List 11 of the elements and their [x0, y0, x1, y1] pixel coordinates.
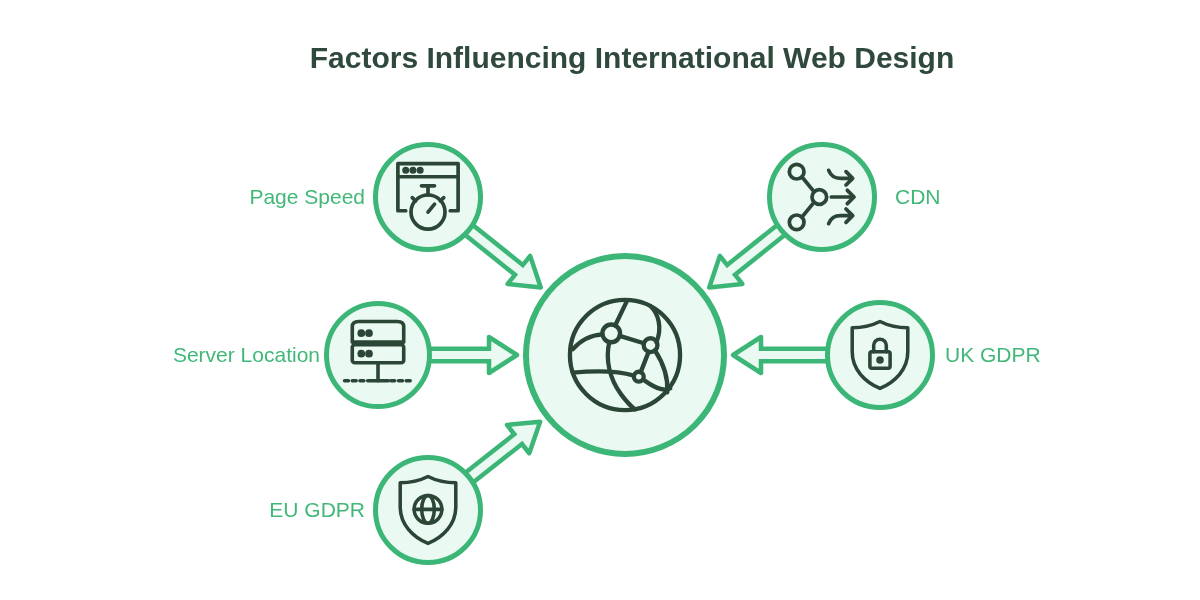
- factor-label: Page Speed: [249, 184, 365, 210]
- factor-label: UK GDPR: [945, 342, 1041, 368]
- factor-label: EU GDPR: [269, 497, 365, 523]
- factor-label: Server Location: [172, 342, 320, 368]
- arrow: [463, 419, 543, 485]
- arrow: [463, 222, 543, 290]
- diagram-title: Factors Influencing International Web Design: [309, 40, 955, 76]
- arrow: [429, 334, 520, 376]
- arrow: [707, 222, 787, 290]
- factor-label: CDN: [895, 184, 941, 210]
- arrow: [730, 334, 828, 376]
